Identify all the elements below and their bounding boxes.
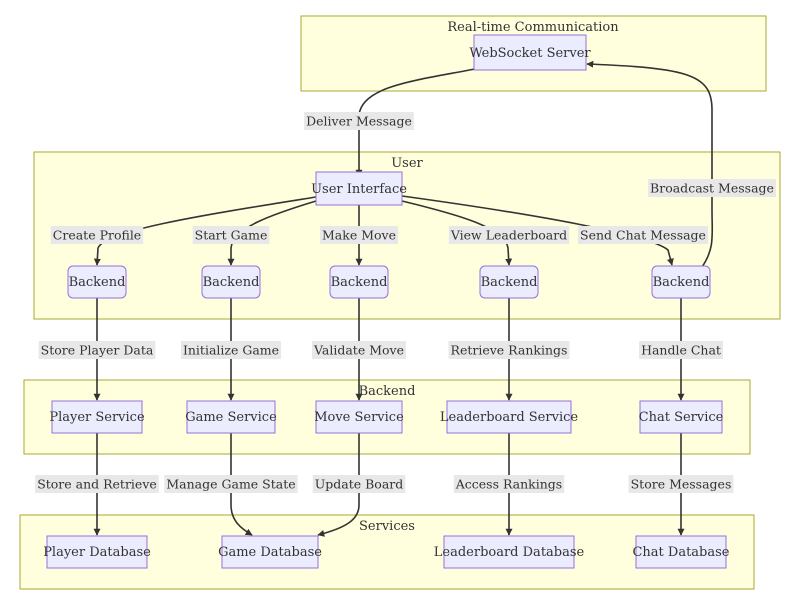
node-label-player-db: Player Database bbox=[43, 545, 151, 560]
node-leaderboard-database[interactable]: Leaderboard Database bbox=[434, 535, 585, 569]
node-label-chat-db: Chat Database bbox=[632, 545, 729, 560]
edge-label-broadcast-message: Broadcast Message bbox=[650, 181, 774, 196]
node-label-websocket: WebSocket Server bbox=[469, 46, 591, 61]
edge-label-make-move: Make Move bbox=[322, 228, 396, 243]
edge-label-store-player-data: Store Player Data bbox=[41, 343, 154, 358]
node-label-player-service: Player Service bbox=[49, 410, 145, 425]
node-label-backend-chat: Backend bbox=[653, 275, 710, 290]
node-move-service[interactable]: Move Service bbox=[314, 400, 404, 434]
edge-label-retrieve-rankings: Retrieve Rankings bbox=[451, 343, 568, 358]
cluster-label-backend: Backend bbox=[359, 384, 416, 399]
node-backend-leaderboard[interactable]: Backend bbox=[479, 265, 539, 299]
edge-label-access-rankings: Access Rankings bbox=[455, 477, 562, 492]
node-backend-chat[interactable]: Backend bbox=[651, 265, 711, 299]
edge-label-manage-game-state: Manage Game State bbox=[166, 477, 295, 492]
edge-broadcast-message bbox=[586, 60, 714, 268]
edge-label-store-and-retrieve: Store and Retrieve bbox=[37, 477, 157, 492]
node-label-backend-leader: Backend bbox=[481, 275, 538, 290]
edge-label-send-chat-message: Send Chat Message bbox=[580, 228, 706, 243]
edge-manage-game-state bbox=[230, 433, 253, 536]
edge-start-game bbox=[227, 200, 317, 266]
edge-create-profile bbox=[93, 196, 317, 266]
node-label-backend-game: Backend bbox=[203, 275, 260, 290]
node-label-ui: User Interface bbox=[311, 182, 407, 197]
node-player-service[interactable]: Player Service bbox=[49, 400, 145, 434]
node-game-database[interactable]: Game Database bbox=[218, 535, 322, 569]
node-player-database[interactable]: Player Database bbox=[43, 535, 151, 569]
edge-label-create-profile: Create Profile bbox=[53, 228, 141, 243]
edge-labels: Deliver Message Broadcast Message Create… bbox=[35, 112, 776, 493]
node-backend-move[interactable]: Backend bbox=[329, 265, 389, 299]
cluster-label-services: Services bbox=[359, 519, 415, 534]
node-label-move-service: Move Service bbox=[314, 410, 404, 425]
node-game-service[interactable]: Game Service bbox=[185, 400, 277, 434]
node-label-backend-move: Backend bbox=[331, 275, 388, 290]
edge-label-deliver-message: Deliver Message bbox=[306, 114, 412, 129]
node-backend-profile[interactable]: Backend bbox=[67, 265, 127, 299]
edge-label-start-game: Start Game bbox=[195, 228, 268, 243]
edge-label-update-board: Update Board bbox=[315, 477, 404, 492]
node-label-chat-service: Chat Service bbox=[639, 410, 724, 425]
node-label-backend-profile: Backend bbox=[69, 275, 126, 290]
edge-label-view-leaderboard: View Leaderboard bbox=[450, 228, 567, 243]
node-websocket-server[interactable]: WebSocket Server bbox=[469, 34, 591, 71]
node-user-interface[interactable]: User Interface bbox=[311, 171, 407, 206]
cluster-services: Services bbox=[19, 514, 755, 590]
edge-label-validate-move: Validate Move bbox=[313, 343, 404, 358]
edge-deliver-message bbox=[355, 67, 481, 177]
edge-label-initialize-game: Initialize Game bbox=[183, 343, 279, 358]
edge-label-handle-chat: Handle Chat bbox=[641, 343, 721, 358]
edge-label-store-messages: Store Messages bbox=[631, 477, 732, 492]
node-backend-game[interactable]: Backend bbox=[201, 265, 261, 299]
node-chat-database[interactable]: Chat Database bbox=[632, 535, 730, 569]
node-leaderboard-service[interactable]: Leaderboard Service bbox=[440, 400, 578, 434]
node-label-game-service: Game Service bbox=[185, 410, 277, 425]
cluster-realtime-communication: Real-time Communication bbox=[300, 15, 767, 92]
node-chat-service[interactable]: Chat Service bbox=[639, 400, 724, 434]
edge-update-board bbox=[317, 433, 360, 537]
cluster-label-user: User bbox=[391, 156, 423, 171]
node-label-leaderboard-service: Leaderboard Service bbox=[440, 410, 578, 425]
edge-view-leaderboard bbox=[401, 200, 513, 266]
node-label-leaderboard-db: Leaderboard Database bbox=[434, 545, 585, 560]
nodes: WebSocket Server User Interface Backend … bbox=[43, 34, 730, 569]
cluster-label-realtime: Real-time Communication bbox=[447, 20, 619, 35]
node-label-game-db: Game Database bbox=[218, 545, 322, 560]
